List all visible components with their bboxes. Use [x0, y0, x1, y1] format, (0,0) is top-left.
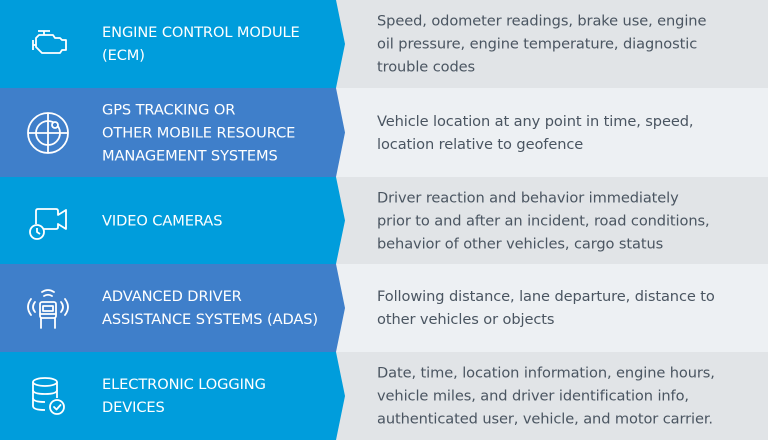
label-line: MANAGEMENT SYSTEMS [102, 147, 278, 164]
description-line: authenticated user, vehicle, and motor c… [377, 410, 713, 428]
row-description: Following distance, lane departure, dist… [377, 285, 748, 331]
row-label: GPS TRACKING OR OTHER MOBILE RESOURCE MA… [102, 98, 331, 167]
description-line: location relative to geofence [377, 135, 584, 153]
row-label-arrow: VIDEO CAMERAS [0, 177, 345, 264]
row-label-arrow: ENGINE CONTROL MODULE (ECM) [0, 0, 345, 88]
description-line: Following distance, lane departure, dist… [377, 288, 715, 305]
label-line: GPS TRACKING OR [102, 101, 236, 118]
row-label: ADVANCED DRIVER ASSISTANCE SYSTEMS (ADAS… [102, 285, 331, 331]
description-line: behavior of other vehicles, cargo status [377, 235, 664, 252]
row-description: Speed, odometer readings, brake use, eng… [377, 10, 748, 79]
label-line: ADVANCED DRIVER [102, 288, 242, 305]
row-description: Driver reaction and behavior immediately… [377, 186, 748, 255]
row-video-cameras: Driver reaction and behavior immediately… [0, 177, 768, 264]
label-line: (ECM) [102, 47, 145, 64]
row-label-arrow: GPS TRACKING OR OTHER MOBILE RESOURCE MA… [0, 88, 345, 177]
label-line: ASSISTANCE SYSTEMS (ADAS) [102, 311, 318, 328]
row-label: ENGINE CONTROL MODULE (ECM) [102, 21, 331, 67]
description-line: other vehicles or objects [377, 311, 555, 328]
row-description: Date, time, location information, engine… [377, 362, 748, 431]
description-line: Driver reaction and behavior immediately [377, 189, 679, 206]
row-label: VIDEO CAMERAS [102, 209, 331, 232]
row-label: ELECTRONIC LOGGING DEVICES [102, 373, 331, 419]
description-line: vehicle miles, and driver identification… [377, 387, 689, 405]
row-label-arrow: ELECTRONIC LOGGING DEVICES [0, 352, 345, 440]
vehicle-signal-icon [24, 284, 72, 332]
row-description: Vehicle location at any point in time, s… [377, 110, 748, 156]
gps-target-icon [24, 109, 72, 157]
label-line: DEVICES [102, 399, 165, 416]
description-line: oil pressure, engine temperature, diagno… [377, 35, 698, 53]
description-line: Speed, odometer readings, brake use, eng… [377, 12, 707, 30]
label-line: ELECTRONIC LOGGING [102, 376, 266, 393]
description-line: trouble codes [377, 58, 476, 76]
label-line: OTHER MOBILE RESOURCE [102, 124, 296, 141]
row-ecm: Speed, odometer readings, brake use, eng… [0, 0, 768, 88]
description-line: prior to and after an incident, road con… [377, 212, 710, 229]
label-line: VIDEO CAMERAS [102, 212, 223, 229]
video-camera-clock-icon [24, 197, 72, 245]
row-gps: Vehicle location at any point in time, s… [0, 88, 768, 177]
row-adas: Following distance, lane departure, dist… [0, 264, 768, 352]
database-check-icon [24, 372, 72, 420]
label-line: ENGINE CONTROL MODULE [102, 24, 300, 41]
engine-icon [24, 20, 72, 68]
row-eld: Date, time, location information, engine… [0, 352, 768, 440]
description-line: Date, time, location information, engine… [377, 364, 715, 382]
row-label-arrow: ADVANCED DRIVER ASSISTANCE SYSTEMS (ADAS… [0, 264, 345, 352]
description-line: Vehicle location at any point in time, s… [377, 112, 694, 130]
